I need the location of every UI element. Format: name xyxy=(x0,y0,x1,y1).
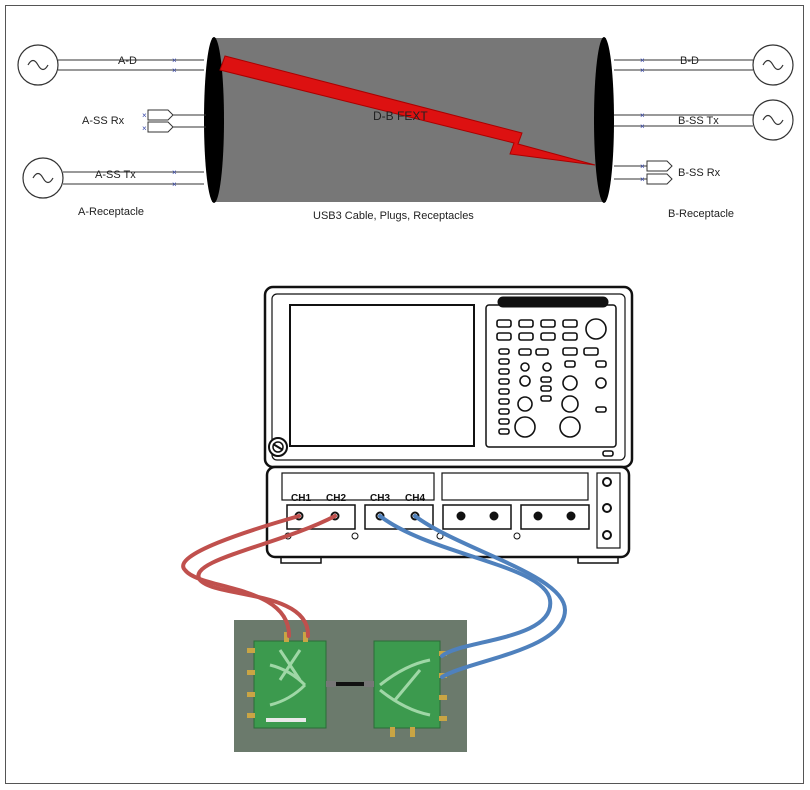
ch3-label: CH3 xyxy=(370,493,390,504)
left-caption: A-Receptacle xyxy=(78,206,144,218)
port-label-b-ss-tx: B-SS Tx xyxy=(678,115,719,127)
ch2-label: CH2 xyxy=(326,493,346,504)
source-b-d: B-D × × xyxy=(614,44,794,86)
svg-text:×: × xyxy=(172,180,177,189)
receiver-icon xyxy=(646,160,673,185)
brand-strip xyxy=(497,296,609,308)
receiver-icon xyxy=(147,109,174,133)
scope-upper-body xyxy=(263,285,634,469)
large-knob xyxy=(585,318,607,340)
svg-text:×: × xyxy=(640,162,645,171)
svg-text:×: × xyxy=(640,122,645,131)
ch1-ch2-input-block xyxy=(286,504,356,530)
blue-cable-ch4 xyxy=(413,514,568,679)
figure-frame xyxy=(5,5,804,784)
receiver-b-ss-rx: × × B-SS Rx xyxy=(614,160,721,185)
scope-lower-body xyxy=(265,465,631,559)
cable-body xyxy=(212,38,606,202)
channel-inputs xyxy=(284,504,590,540)
ch3-connector xyxy=(375,511,385,521)
svg-text:×: × xyxy=(172,168,177,177)
cable-right-end xyxy=(594,37,614,203)
right-caption: B-Receptacle xyxy=(668,208,734,220)
pcb-left xyxy=(247,632,327,729)
ch4-label: CH4 xyxy=(405,493,425,504)
port-label-a-d: A-D xyxy=(118,55,137,67)
cable-left-end xyxy=(204,37,224,203)
svg-text:×: × xyxy=(640,56,645,65)
cable-schematic: D-B FEXT A-D × × × × A-SS Rx A-SS Tx × xyxy=(17,37,794,222)
source-b-ss-tx: B-SS Tx × × xyxy=(614,99,794,141)
power-button-icon xyxy=(268,437,288,457)
svg-text:×: × xyxy=(640,111,645,120)
port-label-a-ss-tx: A-SS Tx xyxy=(95,169,136,181)
front-panel-controls xyxy=(496,318,614,457)
cable-caption: USB3 Cable, Plugs, Receptacles xyxy=(313,210,474,222)
port-label-a-ss-rx: A-SS Rx xyxy=(82,115,125,127)
svg-text:×: × xyxy=(172,66,177,75)
source-a-ss-tx: A-SS Tx × × xyxy=(22,157,204,199)
probe-cables xyxy=(181,514,568,679)
port-label-b-d: B-D xyxy=(680,55,699,67)
test-fixture-photo xyxy=(234,620,467,752)
ch4-connector xyxy=(410,511,420,521)
scope-screen xyxy=(289,304,475,447)
svg-text:×: × xyxy=(640,66,645,75)
svg-text:×: × xyxy=(172,56,177,65)
svg-text:×: × xyxy=(142,111,147,120)
svg-text:×: × xyxy=(142,124,147,133)
blue-cable-ch3 xyxy=(378,514,553,658)
red-cable-ch1 xyxy=(181,514,301,638)
fext-label: D-B FEXT xyxy=(373,109,428,123)
ch1-label: CH1 xyxy=(291,493,311,504)
fext-arrow xyxy=(219,55,596,166)
oscilloscope xyxy=(263,285,634,564)
pcb-right xyxy=(373,640,447,737)
receiver-a-ss-rx: × × A-SS Rx xyxy=(82,109,206,133)
svg-text:×: × xyxy=(640,175,645,184)
source-a-d: A-D × × xyxy=(17,44,204,86)
red-cable-ch2 xyxy=(196,514,337,638)
port-label-b-ss-rx: B-SS Rx xyxy=(678,167,721,179)
